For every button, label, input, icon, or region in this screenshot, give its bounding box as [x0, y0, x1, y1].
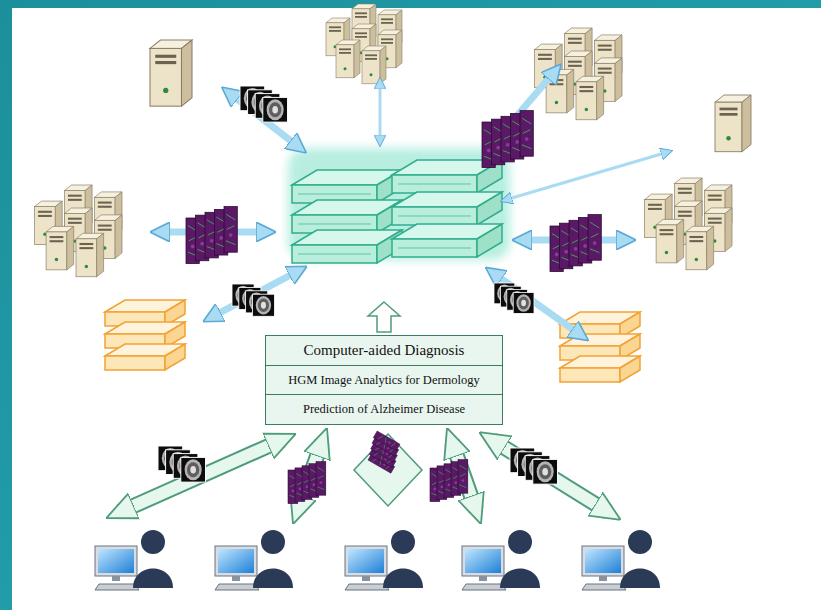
central-server	[392, 192, 502, 225]
server-cluster	[535, 28, 622, 120]
histology-stack	[362, 431, 405, 473]
service-box: Computer-aided Diagnosis	[265, 335, 503, 366]
service-label: Computer-aided Diagnosis	[304, 342, 465, 359]
mri-stack	[494, 283, 534, 313]
histology-stack	[288, 462, 326, 504]
data-arrow	[210, 270, 300, 318]
network-switch	[560, 312, 640, 382]
user-workstation	[215, 530, 293, 590]
slide-ground	[12, 8, 821, 610]
histology-stack	[430, 460, 468, 502]
service-box: HGM Image Analytics for Dermology	[265, 365, 503, 396]
histology-stack	[186, 207, 237, 264]
user-workstation	[582, 530, 660, 590]
user-arrow	[492, 440, 608, 512]
server-cluster	[645, 178, 732, 270]
histology-stack	[482, 111, 533, 168]
mri-stack	[232, 284, 275, 316]
user-workstation	[95, 530, 173, 590]
service-box: Prediction of Alzheimer Disease	[265, 394, 503, 425]
network-switch	[105, 300, 185, 370]
data-arrow	[505, 152, 668, 200]
user-workstation	[345, 530, 423, 590]
user-arrow	[120, 440, 282, 512]
central-server	[292, 170, 402, 203]
service-label: HGM Image Analytics for Dermology	[288, 373, 480, 388]
data-arrow	[492, 272, 582, 336]
server-cluster	[35, 185, 122, 277]
mri-stack	[158, 446, 206, 482]
histology-stack	[550, 215, 601, 272]
central-server	[392, 224, 502, 257]
server-tower	[150, 40, 192, 106]
server-tower	[715, 95, 751, 152]
user-arrow	[492, 440, 608, 512]
service-label: Prediction of Alzheimer Disease	[303, 402, 465, 417]
central-server	[292, 200, 402, 233]
central-server	[292, 230, 402, 263]
server-cluster	[326, 4, 402, 84]
mri-stack	[510, 448, 558, 484]
up-arrow	[368, 302, 400, 332]
user-workstation	[462, 530, 540, 590]
mri-stack	[240, 86, 288, 122]
user-arrows	[120, 434, 608, 512]
data-arrow	[379, 82, 382, 142]
user-arrow	[120, 440, 282, 512]
